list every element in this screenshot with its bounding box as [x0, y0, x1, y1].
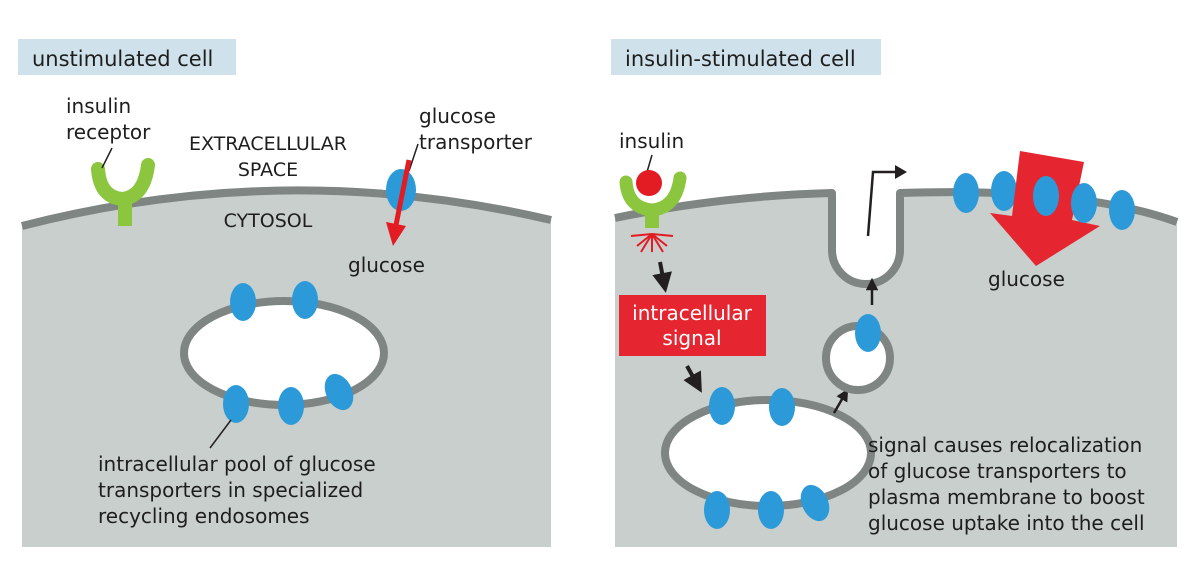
membrane-transporter	[991, 171, 1017, 211]
relocalization-label-3: plasma membrane to boost	[868, 485, 1145, 509]
membrane-transporter	[953, 173, 979, 213]
endosome-transporter	[223, 385, 249, 423]
recycling-endosome	[180, 297, 388, 409]
insulin-leader-line	[646, 154, 653, 173]
membrane-transporter	[1109, 190, 1135, 230]
endosome-transporter	[230, 283, 256, 321]
endosome-transporter	[324, 373, 354, 411]
relocalization-label-1: signal causes relocalization	[868, 433, 1142, 457]
extracellular-label-2: SPACE	[238, 159, 298, 181]
vesicle-transporter	[855, 314, 881, 352]
insulin-label: insulin	[619, 129, 684, 153]
glucose-label: glucose	[988, 267, 1065, 291]
pool-leader-line	[209, 419, 232, 449]
signal-arrow	[652, 261, 672, 293]
fusion-arrow	[866, 165, 907, 237]
panel-title: unstimulated cell	[32, 47, 213, 71]
cytosol-label: CYTOSOL	[224, 210, 313, 232]
pool-label-1: intracellular pool of glucose	[98, 452, 376, 476]
panel-title: insulin-stimulated cell	[625, 47, 856, 71]
panel-insulin-stimulated: insulin-stimulated cell insulin intracel…	[611, 39, 1179, 547]
endosome-transporter	[769, 388, 795, 426]
transporter-leader-line	[408, 143, 419, 172]
insulin-receptor-label-1: insulin	[66, 94, 131, 118]
vesicle-arrow	[832, 388, 849, 414]
relocalization-label-2: of glucose transporters to	[868, 459, 1127, 483]
signal-to-endosome-arrow	[683, 365, 702, 393]
recycling-endosome	[661, 396, 875, 510]
insulin-receptor-label-2: receptor	[66, 120, 151, 144]
extracellular-label-1: EXTRACELLULAR	[189, 133, 347, 155]
endosome-transporter	[758, 491, 784, 529]
glucose-transporter-label-1: glucose	[419, 104, 496, 128]
pool-label-2: transporters in specialized	[98, 478, 363, 502]
glucose-label: glucose	[348, 253, 425, 277]
plasma-membrane	[21, 186, 552, 230]
receptor-leader-line	[101, 147, 113, 169]
signal-label-2: signal	[662, 326, 721, 350]
panel-title-box	[611, 39, 881, 75]
glucose-transporter-label-2: transporter	[419, 130, 533, 154]
insulin-receptor	[91, 158, 155, 226]
endosome-transporter	[704, 491, 730, 529]
panel-title-box	[18, 39, 236, 75]
membrane-transporter	[1071, 183, 1097, 223]
intracellular-signal-box	[619, 295, 766, 356]
endosome-transporter	[709, 387, 735, 425]
panel-unstimulated: unstimulated cell insulin receptor EXTRA…	[18, 39, 552, 547]
endosome-transporter	[278, 387, 304, 425]
signal-label-1: intracellular	[632, 301, 752, 325]
insulin-molecule	[636, 170, 662, 196]
endosome-transporter	[292, 281, 318, 319]
pool-label-3: recycling endosomes	[98, 504, 310, 528]
membrane-transporter	[1033, 176, 1059, 216]
insulin-receptor	[619, 171, 687, 228]
signal-burst	[630, 233, 674, 253]
relocalization-label-4: glucose uptake into the cell	[868, 511, 1145, 535]
endosome-transporter	[800, 484, 830, 522]
glucose-entry-arrow	[386, 159, 412, 246]
